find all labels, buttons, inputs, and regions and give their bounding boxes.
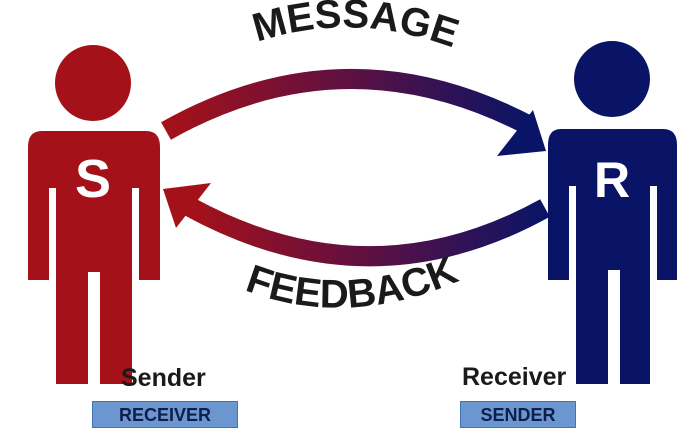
sender-figure: S — [28, 45, 160, 384]
feedback-arc — [185, 198, 550, 267]
receiver-initial: R — [594, 152, 630, 208]
feedback-arrow — [163, 183, 550, 267]
receiver-body — [548, 129, 677, 384]
receiver-caption: Receiver — [462, 363, 567, 391]
receiver-head — [574, 41, 650, 117]
sender-role-badge: RECEIVER — [92, 401, 238, 428]
message-arc — [161, 69, 533, 140]
sender-head — [55, 45, 131, 121]
message-label: MESSAGE — [248, 0, 464, 56]
sender-caption: Sender — [121, 364, 206, 392]
message-arrowhead — [497, 110, 546, 156]
sender-initial: S — [75, 149, 111, 209]
receiver-figure: R — [548, 41, 677, 384]
sender-body — [28, 131, 160, 384]
feedback-arrowhead — [163, 183, 211, 228]
message-arrow — [161, 69, 546, 156]
receiver-role-badge: SENDER — [460, 401, 576, 428]
